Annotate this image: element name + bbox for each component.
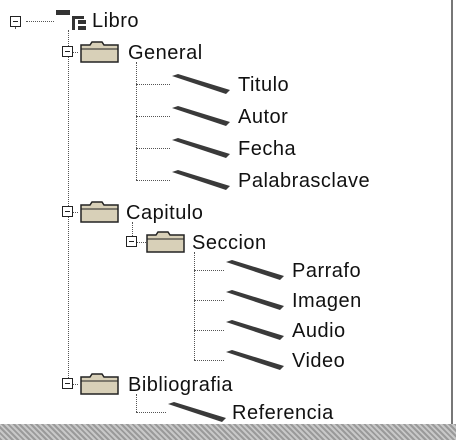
element-icon: [168, 402, 226, 422]
collapse-toggle-bibliografia[interactable]: [62, 378, 73, 389]
tree-node-label[interactable]: Capitulo: [126, 202, 204, 224]
tree-node-label[interactable]: Audio: [292, 320, 346, 342]
tree-connector: [136, 180, 170, 181]
element-icon: [226, 290, 284, 310]
tree-connector: [136, 148, 170, 149]
element-icon: [172, 74, 230, 94]
tree-connector: [194, 330, 224, 331]
folder-icon: [80, 201, 119, 223]
tree-connector: [194, 252, 195, 360]
tree-connector: [26, 21, 54, 22]
element-icon: [172, 106, 230, 126]
tree-connector: [136, 116, 170, 117]
tree-connector: [194, 270, 224, 271]
element-icon: [226, 320, 284, 340]
folder-icon: [80, 373, 119, 395]
tree-node-label[interactable]: Autor: [238, 106, 289, 128]
tree-connector: [194, 360, 224, 361]
tree-connector: [68, 52, 78, 53]
tree-node-label[interactable]: Fecha: [238, 138, 297, 160]
panel-border: [451, 0, 453, 430]
tree-connector: [136, 62, 137, 180]
element-icon: [172, 170, 230, 190]
tree-connector: [194, 300, 224, 301]
element-root-icon: [56, 10, 86, 30]
element-icon: [226, 260, 284, 280]
collapse-toggle-capitulo[interactable]: [62, 206, 73, 217]
tree-connector: [136, 394, 137, 412]
tree-node-label[interactable]: Libro: [92, 10, 139, 32]
tree-node-label[interactable]: Referencia: [232, 402, 334, 424]
tree-connector: [15, 26, 16, 28]
tree-connector: [68, 212, 78, 213]
tree-connector: [132, 242, 150, 243]
tree-node-label[interactable]: Imagen: [292, 290, 362, 312]
tree-connector: [136, 84, 170, 85]
tree-node-label[interactable]: Titulo: [238, 74, 290, 96]
element-icon: [172, 138, 230, 158]
folder-icon: [146, 231, 185, 253]
tree-node-label[interactable]: Seccion: [192, 232, 267, 254]
collapse-toggle-seccion[interactable]: [126, 236, 137, 247]
folder-icon: [80, 41, 119, 63]
element-icon: [226, 350, 284, 370]
tree-node-label[interactable]: Bibliografia: [128, 374, 233, 396]
collapse-toggle-general[interactable]: [62, 46, 73, 57]
tree-node-label[interactable]: Palabrasclave: [238, 170, 371, 192]
tree-node-label[interactable]: Parrafo: [292, 260, 362, 282]
tree-connector: [132, 222, 133, 240]
tree-connector: [136, 412, 166, 413]
tree-connector: [68, 384, 78, 385]
tree-node-label[interactable]: Video: [292, 350, 346, 372]
tree-node-label[interactable]: General: [128, 42, 203, 64]
panel-bottom-border: [0, 424, 456, 440]
collapse-toggle-libro[interactable]: [10, 16, 21, 27]
